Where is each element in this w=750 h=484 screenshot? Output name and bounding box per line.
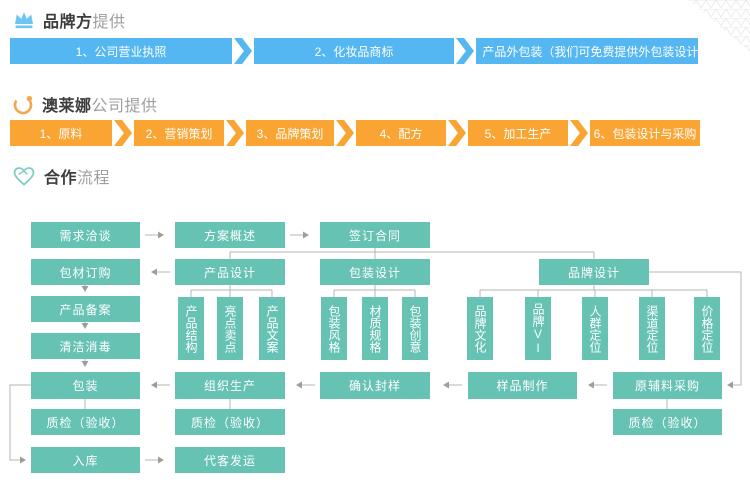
flow-node-qc-packing: 质检（验收） [31,409,140,435]
flow-node-package-idea: 包装创意 [402,297,428,360]
brand-step-2: 2、化妆品商标 [254,38,454,64]
brand-step-3: 3、产品外包装（我们可免费提供外包装设计） [464,38,710,64]
chevron-right-icon [226,120,244,146]
company-section-title-light: 公司提供 [91,98,158,115]
company-section-title: 澳莱娜公司提供 [42,92,158,116]
crown-icon [15,12,33,29]
flow-section-header: 合作流程 [12,164,110,188]
company-section-title-bold: 澳莱娜 [42,98,92,115]
flow-node-product-copy: 产品文案 [259,297,285,360]
ring-icon [13,95,33,114]
flow-node-material-purchase: 原辅料采购 [613,372,722,399]
flow-node-warehouse: 入库 [31,447,140,473]
company-step-3: 3、品牌策划 [246,120,334,146]
flow-node-material-spec: 材质规格 [362,297,388,360]
company-step-2: 2、营销策划 [134,120,224,146]
handshake-heart-icon [13,167,35,186]
flow-node-production: 组织生产 [175,372,285,399]
chevron-right-icon [114,120,132,146]
brand-section-title-bold: 品牌方 [43,14,93,31]
flow-node-product-design: 产品设计 [175,259,285,285]
flow-node-packing: 包装 [31,372,140,399]
company-section-header: 澳莱娜公司提供 [12,92,158,116]
brand-section-title: 品牌方提供 [43,8,126,32]
flow-node-price-positioning: 价格定位 [694,297,720,360]
brand-step-1: 1、公司营业执照 [10,38,232,64]
company-step-5: 5、加工生产 [468,120,568,146]
flow-node-package-design: 包装设计 [320,259,430,285]
flow-section-title: 合作流程 [44,164,110,188]
flow-section-title-bold: 合作 [44,170,78,187]
flow-node-sample-confirm: 确认封样 [320,372,430,399]
cooperation-flowchart: 需求洽谈 方案概述 签订合同 包材订购 产品设计 包装设计 品牌设计 产品结构 … [0,215,750,484]
flow-node-brand-design: 品牌设计 [539,259,649,285]
flow-node-shipping: 代客发运 [175,447,285,473]
flow-node-packaging-order: 包材订购 [31,259,140,285]
flow-node-qc-material: 质检（验收） [613,409,722,435]
company-step-6: 6、包装设计与采购 [590,120,700,146]
flow-node-contract: 签订合同 [320,222,430,248]
flow-node-highlights: 亮点卖点 [217,297,243,360]
flow-node-qc-production: 质检（验收） [175,409,285,435]
flow-node-cleaning: 清洁消毒 [31,333,140,359]
flow-connectors [9,231,742,464]
flow-node-audience-positioning: 人群定位 [582,297,608,360]
corner-triangles-decoration [688,0,750,52]
flow-node-product-filing: 产品备案 [31,296,140,322]
chevron-right-icon [234,38,252,64]
flow-node-channel-positioning: 渠道定位 [639,297,665,360]
company-steps-banner: 1、原料 2、营销策划 3、品牌策划 4、配方 5、加工生产 6、包装设计与采购 [10,120,700,146]
company-step-1: 1、原料 [10,120,112,146]
chevron-right-icon [448,120,466,146]
flow-node-brand-vi: 品牌VI [525,297,551,360]
brand-section-title-light: 提供 [92,14,126,31]
chevron-right-icon [570,120,588,146]
flow-node-product-structure: 产品结构 [178,297,204,360]
flow-node-sample-making: 样品制作 [468,372,577,399]
brand-steps-banner: 1、公司营业执照 2、化妆品商标 3、产品外包装（我们可免费提供外包装设计） [10,38,710,64]
flow-section-title-light: 流程 [77,170,111,187]
flow-node-proposal: 方案概述 [175,222,285,248]
flow-node-demand: 需求洽谈 [31,222,140,248]
chevron-right-icon [336,120,354,146]
company-step-4: 4、配方 [356,120,446,146]
flow-node-package-style: 包装风格 [321,297,347,360]
brand-section-header: 品牌方提供 [12,8,126,32]
flow-node-brand-culture: 品牌文化 [467,297,493,360]
